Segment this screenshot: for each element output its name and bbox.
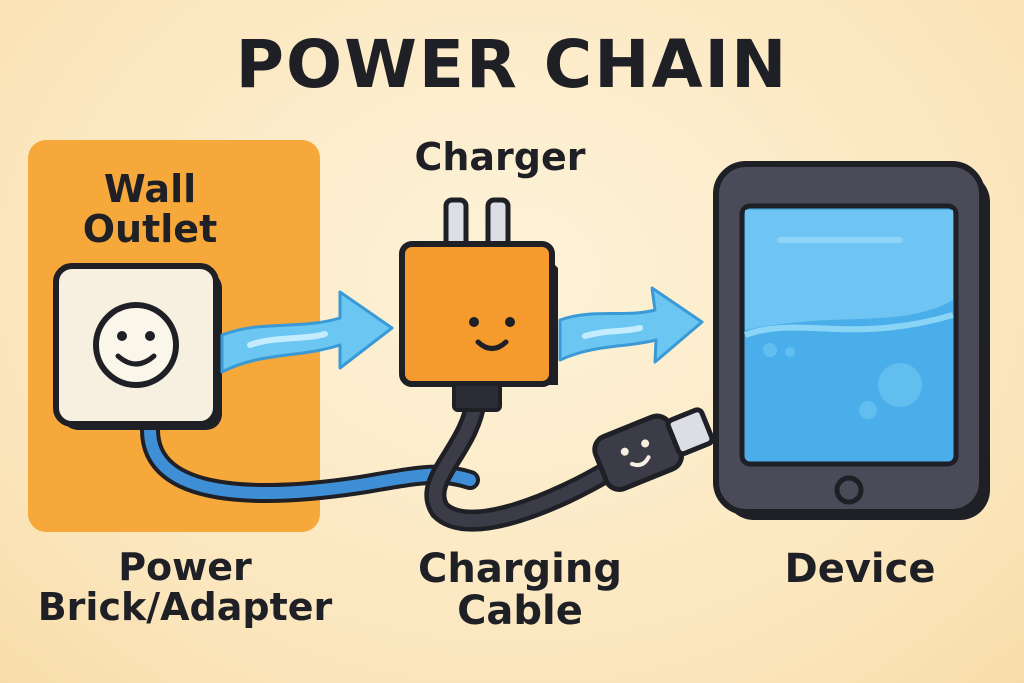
wall-outlet-label-line: Outlet — [82, 206, 218, 251]
charging-cable-label-line: Charging — [417, 546, 622, 592]
charging-cable-label: Charging Cable — [400, 548, 640, 632]
charging-cable-wire — [424, 389, 621, 532]
device-label: Device — [784, 546, 936, 592]
flow-arrow-icon — [220, 290, 394, 374]
smiling-wall-socket-icon — [53, 263, 222, 430]
smiling-usb-connector-icon — [592, 407, 715, 492]
wall-outlet-label: Wall Outlet — [40, 167, 260, 251]
power-brick-label-line: Brick/Adapter — [37, 584, 333, 629]
power-brick-label: Power Brick/Adapter — [20, 545, 350, 629]
smiling-charger-plug-icon — [399, 197, 558, 412]
charging-cable-label-line: Cable — [457, 588, 583, 634]
charger-label: Charger — [414, 135, 586, 179]
power-brick-label-line: Power — [118, 545, 252, 589]
wall-outlet-label-line: Wall — [103, 167, 197, 211]
tablet-icon — [713, 161, 990, 520]
flow-arrow-icon — [558, 286, 704, 364]
diagram-title: POWER CHAIN — [235, 26, 789, 103]
